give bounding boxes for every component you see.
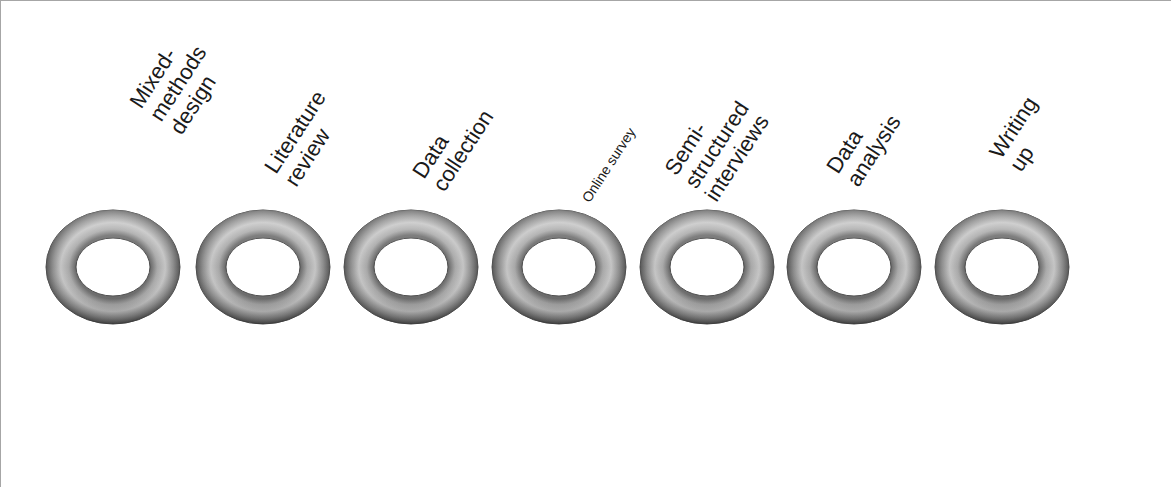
ring-label: Online survey (579, 125, 638, 205)
ring-node: Writing up (934, 209, 1070, 325)
ring-label: Data collection (408, 92, 498, 195)
ring-shading (344, 210, 478, 324)
ring-shape (491, 209, 627, 325)
frame-line (0, 0, 1171, 1)
ring-shape (639, 209, 775, 325)
ring-node: Mixed- methods design (45, 209, 181, 325)
ring-shading (492, 210, 626, 324)
ring-node: Literature review (195, 209, 331, 325)
ring-body (196, 210, 330, 324)
ring-node: Data analysis (786, 209, 922, 325)
ring-label: Semi- structured interviews (660, 84, 773, 205)
frame-line (0, 0, 1, 487)
ring-node: Semi- structured interviews (639, 209, 775, 325)
ring-shading (935, 210, 1069, 324)
ring-label: Writing up (985, 92, 1062, 175)
ring-shape (195, 209, 331, 325)
ring-shading (46, 210, 180, 324)
ring-node: Online survey (491, 209, 627, 325)
ring-label: Literature review (260, 86, 350, 190)
ring-shading (640, 210, 774, 324)
ring-shape (934, 209, 1070, 325)
ring-shape (786, 209, 922, 325)
ring-body (787, 210, 921, 324)
ring-label: Mixed- methods design (125, 28, 231, 138)
ring-node: Data collection (343, 209, 479, 325)
ring-shape (45, 209, 181, 325)
ring-body (492, 210, 626, 324)
ring-body (935, 210, 1069, 324)
ring-body (46, 210, 180, 324)
ring-body (640, 210, 774, 324)
ring-label: Data analysis (822, 97, 905, 190)
ring-shading (196, 210, 330, 324)
ring-shading (787, 210, 921, 324)
ring-shape (343, 209, 479, 325)
ring-body (344, 210, 478, 324)
